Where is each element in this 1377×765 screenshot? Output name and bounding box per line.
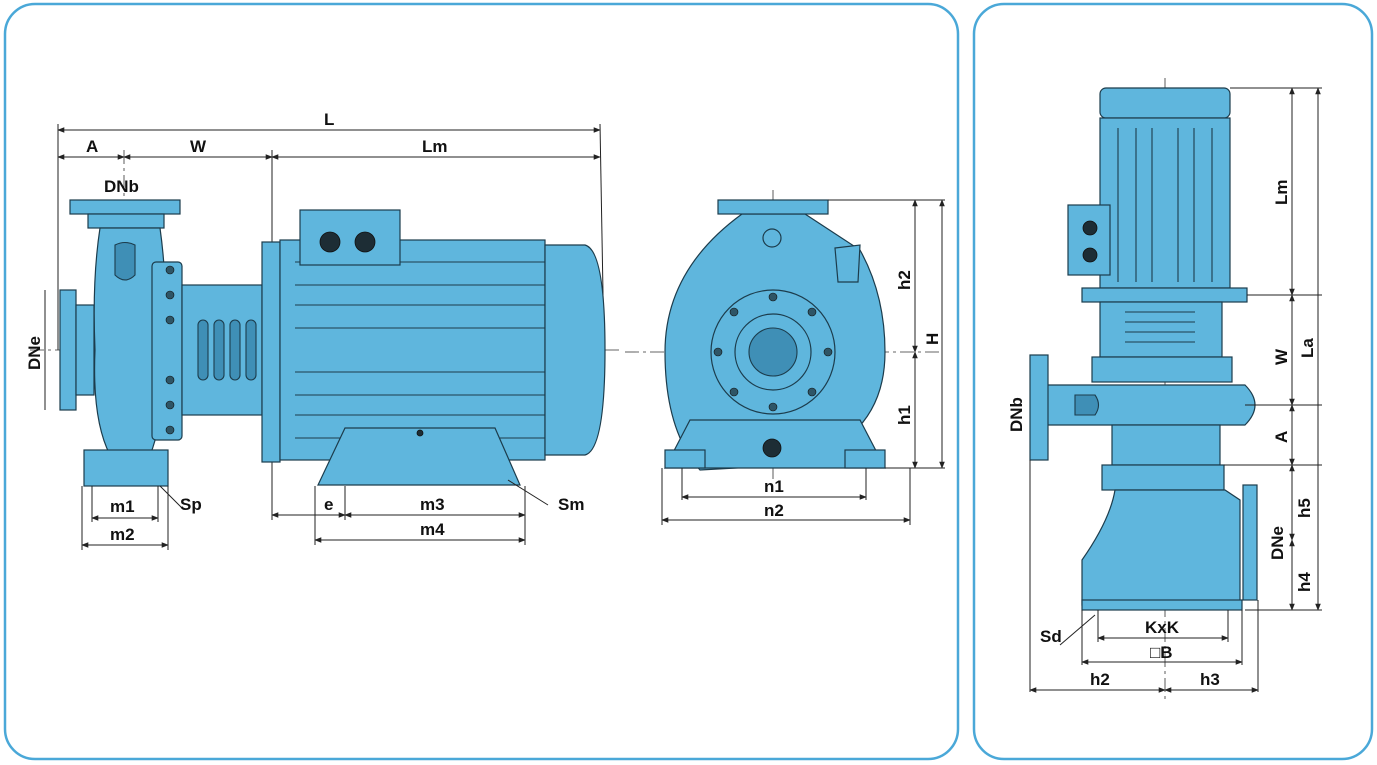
label-h2: h2 xyxy=(895,270,914,290)
horizontal-pump-side-view: L A W Lm DNb DNe m1 m2 Sp e m3 m4 Sm xyxy=(25,110,620,550)
label-v-h2: h2 xyxy=(1090,670,1110,689)
label-DNb: DNb xyxy=(104,177,139,196)
label-A: A xyxy=(86,137,98,156)
label-v-Sd: Sd xyxy=(1040,627,1062,646)
horizontal-pump-front-view: h2 H h1 n1 n2 xyxy=(625,190,945,525)
label-v-W: W xyxy=(1272,348,1291,365)
label-v-h5: h5 xyxy=(1295,498,1314,518)
label-m4: m4 xyxy=(420,520,445,539)
label-e: e xyxy=(324,495,333,514)
label-m3: m3 xyxy=(420,495,445,514)
label-Lm: Lm xyxy=(422,137,448,156)
label-Sp: Sp xyxy=(180,495,202,514)
vertical-pump-view: Lm W La A DNb h5 DNe h4 Sd KxK □B h2 h3 xyxy=(1007,78,1322,700)
label-DNe: DNe xyxy=(25,336,44,370)
label-v-DNe: DNe xyxy=(1268,526,1287,560)
label-H: H xyxy=(923,333,942,345)
label-n2: n2 xyxy=(764,501,784,520)
label-v-Lm: Lm xyxy=(1272,180,1291,206)
label-L: L xyxy=(324,110,334,129)
label-v-A: A xyxy=(1272,431,1291,443)
label-n1: n1 xyxy=(764,477,784,496)
label-v-La: La xyxy=(1298,338,1317,358)
label-m1: m1 xyxy=(110,497,135,516)
label-W: W xyxy=(190,137,207,156)
label-v-DNb: DNb xyxy=(1007,397,1026,432)
label-m2: m2 xyxy=(110,525,135,544)
label-v-B: □B xyxy=(1150,643,1173,662)
label-v-h4: h4 xyxy=(1295,572,1314,592)
label-v-KxK: KxK xyxy=(1145,618,1180,637)
label-Sm: Sm xyxy=(558,495,584,514)
label-v-h3: h3 xyxy=(1200,670,1220,689)
label-h1: h1 xyxy=(895,405,914,425)
